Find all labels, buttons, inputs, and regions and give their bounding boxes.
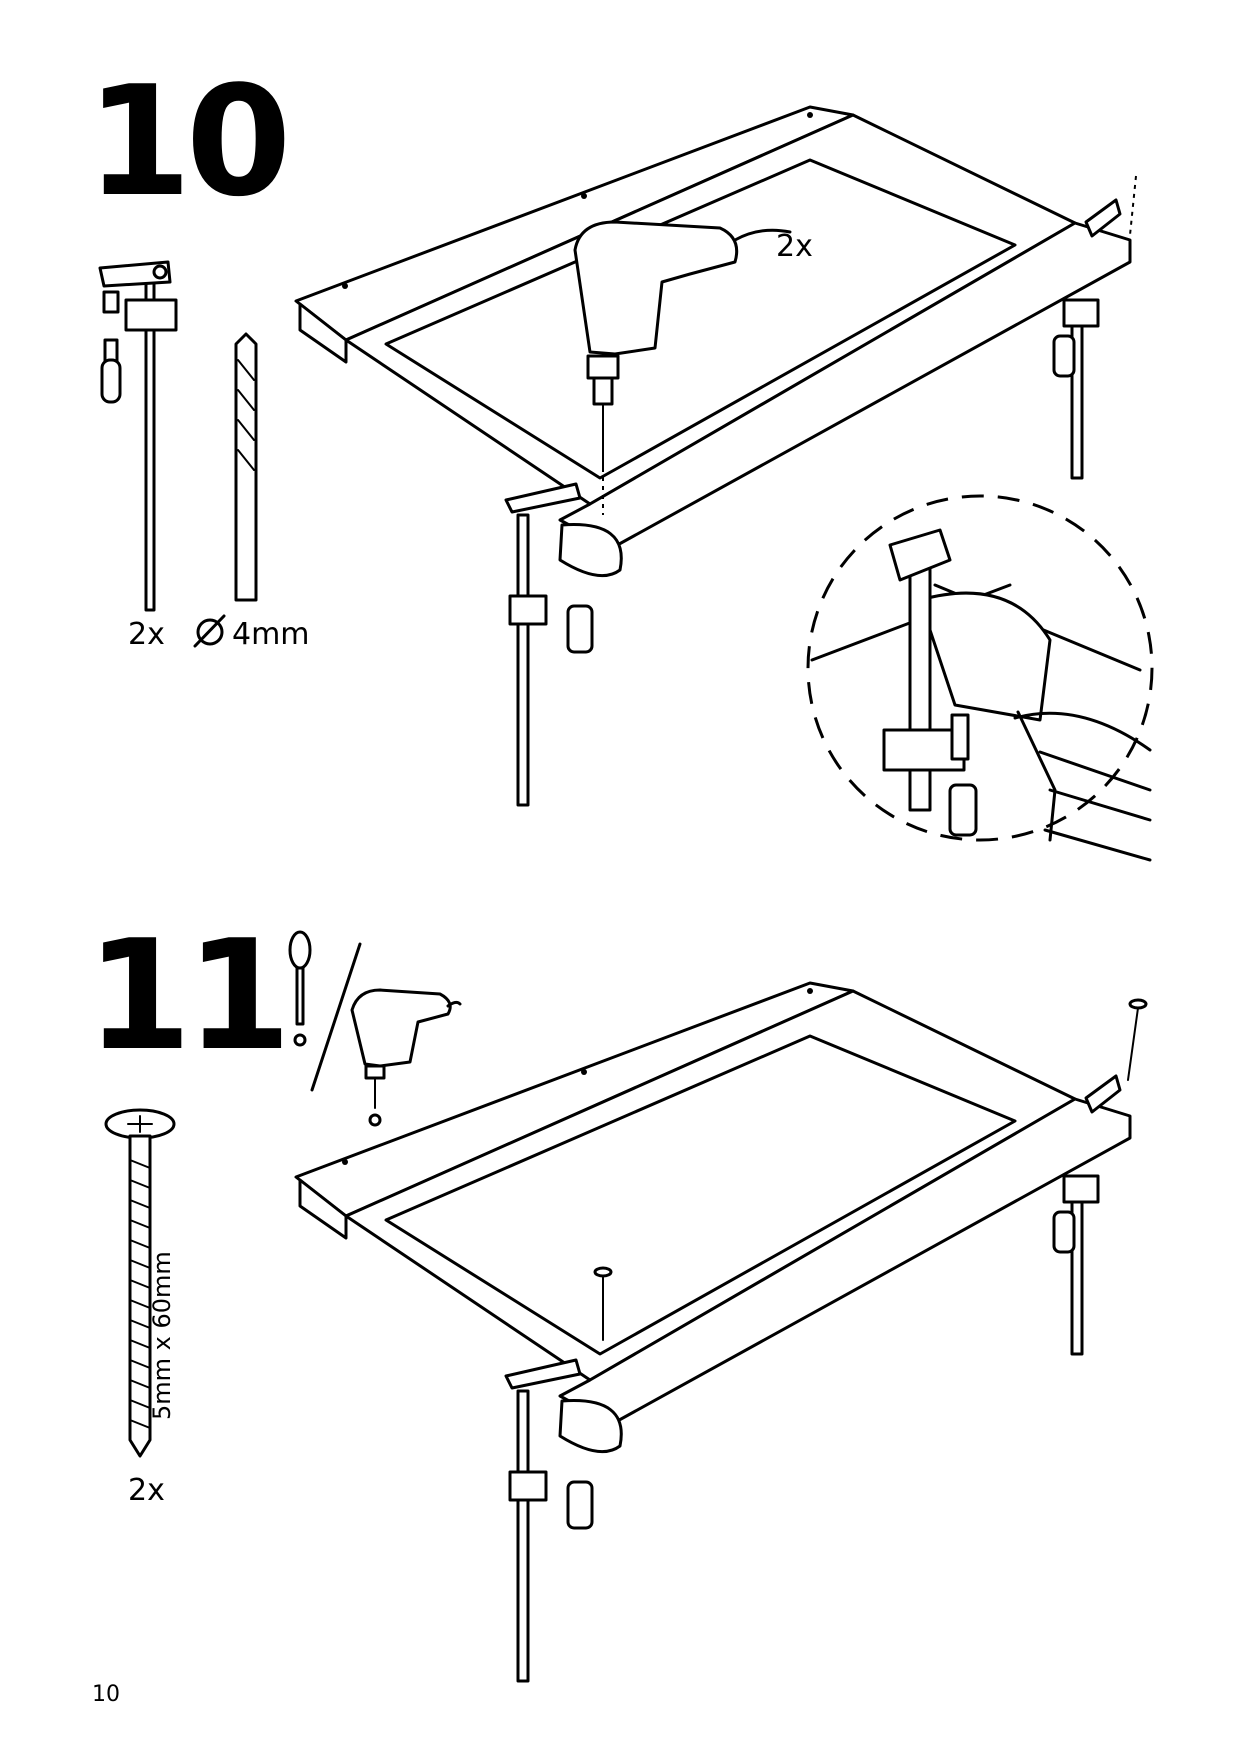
hand-icon bbox=[1013, 710, 1152, 862]
frame-illustration bbox=[294, 105, 1132, 578]
screwdriver-icon bbox=[288, 930, 312, 1047]
diameter-icon bbox=[193, 614, 226, 648]
screw-size: 5mm x 60mm bbox=[148, 1251, 176, 1420]
step-10-number: 10 bbox=[86, 53, 292, 230]
screw-icon bbox=[593, 998, 1148, 1341]
screw-icon bbox=[104, 1108, 176, 1458]
screw-quantity: 2x bbox=[128, 1473, 165, 1508]
clamp-left bbox=[504, 1358, 594, 1683]
clamp-left bbox=[504, 482, 594, 807]
clamp-quantity: 2x bbox=[128, 617, 165, 652]
detail-zoom bbox=[806, 494, 1154, 842]
clamp-right bbox=[1052, 198, 1122, 480]
drill-bit-size: 4mm bbox=[232, 617, 310, 652]
electric-drill-icon bbox=[350, 988, 462, 1127]
drill-bit-icon bbox=[234, 332, 258, 602]
page-number: 10 bbox=[92, 1682, 120, 1707]
drill-arrow-right bbox=[1129, 175, 1137, 236]
clamp-right bbox=[1052, 1074, 1122, 1356]
electric-drill-icon bbox=[573, 220, 792, 515]
step-11-number: 11 bbox=[86, 907, 292, 1084]
drill-quantity: 2x bbox=[776, 229, 813, 264]
or-slash bbox=[310, 942, 362, 1092]
clamp-icon bbox=[98, 260, 178, 612]
frame-illustration bbox=[294, 981, 1132, 1454]
